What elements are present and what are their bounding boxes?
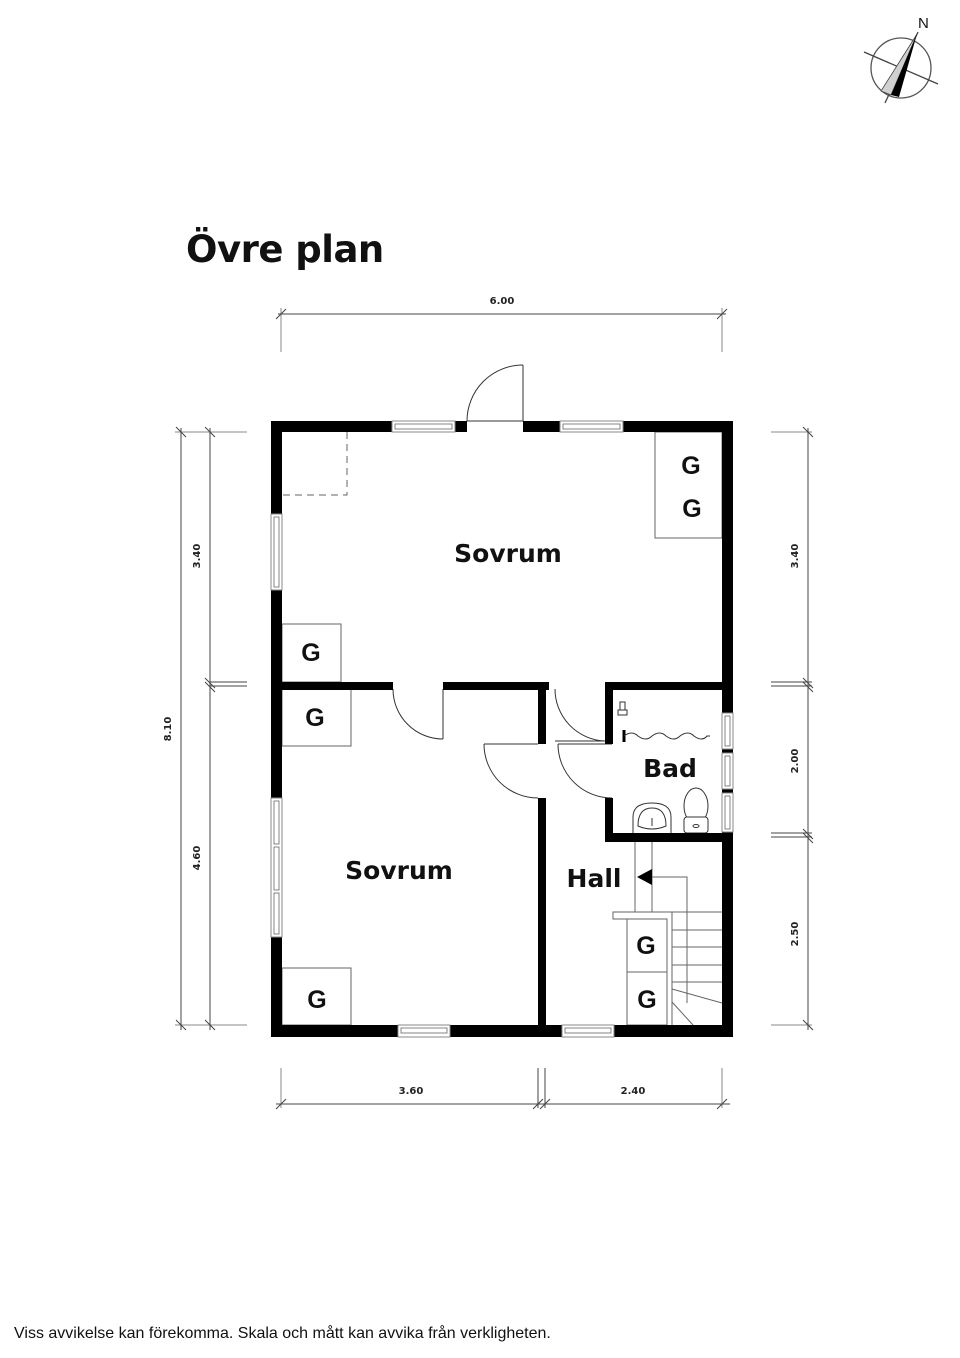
- page-title: Övre plan: [186, 228, 384, 271]
- wardrobe-label: G: [301, 639, 320, 667]
- window: [391, 420, 456, 433]
- shower-icon: [617, 701, 628, 742]
- stair-direction-arrow-icon: [637, 869, 652, 885]
- window: [559, 420, 624, 433]
- walls: [271, 421, 733, 1037]
- wardrobe-label: G: [637, 986, 656, 1014]
- bathroom-door: [557, 743, 613, 799]
- room-label-sovrum-bottom: Sovrum: [345, 856, 453, 885]
- fixtures: [281, 431, 723, 1026]
- dimension-bottom-left: 3.60: [399, 1086, 424, 1097]
- room-label-hall: Hall: [567, 864, 622, 893]
- window: [721, 712, 734, 833]
- wardrobe-label: G: [305, 704, 324, 732]
- windows: [270, 420, 734, 1038]
- dimension-left-upper: 3.40: [192, 544, 203, 569]
- wardrobe-label: G: [636, 932, 655, 960]
- wardrobe-label: G: [681, 452, 700, 480]
- wardrobe-label: G: [307, 986, 326, 1014]
- window: [270, 797, 283, 938]
- hall-bedroom-door: [483, 743, 539, 799]
- dimension-bottom-right: 2.40: [621, 1086, 646, 1097]
- wardrobe-label: G: [682, 495, 701, 523]
- balcony-door: [466, 364, 524, 422]
- dimension-right-middle: 2.00: [790, 749, 801, 774]
- hall-upper-door: [554, 688, 606, 742]
- disclaimer-text: Viss avvikelse kan förekomma. Skala och …: [14, 1325, 551, 1342]
- dimension-top-total: 6.00: [490, 296, 515, 307]
- toilet-icon: [683, 787, 709, 834]
- room-label-sovrum-top: Sovrum: [454, 539, 562, 568]
- north-arrow-icon: N: [863, 15, 939, 104]
- window: [270, 513, 283, 591]
- dimension-right-upper: 3.40: [790, 544, 801, 569]
- sink-icon: [632, 802, 672, 833]
- doors: [392, 364, 613, 799]
- window: [561, 1024, 615, 1038]
- compass-north-label: N: [918, 15, 929, 32]
- dimension-left-lower: 4.60: [192, 846, 203, 871]
- dimension-left-total: 8.10: [163, 717, 174, 742]
- shower-curtain-icon: [623, 732, 710, 740]
- bedroom-bottom-door: [392, 688, 444, 740]
- window: [397, 1024, 451, 1038]
- dimension-right-lower: 2.50: [790, 922, 801, 947]
- dimension-lines: [175, 308, 814, 1110]
- bathroom-fixtures: [617, 701, 710, 834]
- room-label-bad: Bad: [643, 754, 697, 783]
